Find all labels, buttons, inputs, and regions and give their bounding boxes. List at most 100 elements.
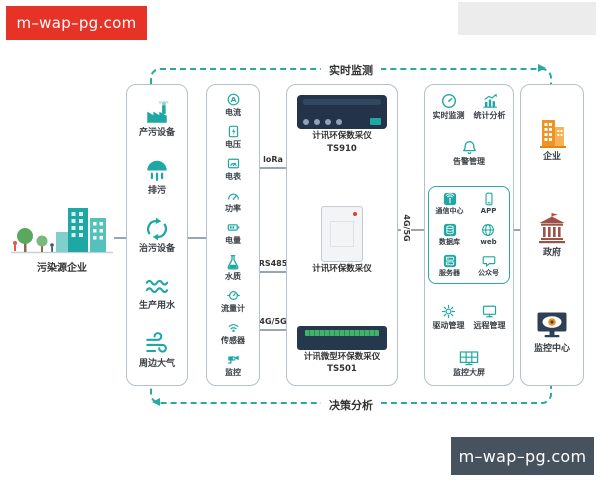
device-name: 计讯环保数采仪 bbox=[312, 263, 372, 274]
platform-feature-big-screen: 监控大屏 bbox=[453, 350, 485, 377]
flow-bottom-label: 决策分析 bbox=[321, 397, 381, 413]
connector-source-to-equipment bbox=[114, 237, 126, 239]
platform-core-label: 公众号 bbox=[478, 268, 499, 277]
comm-icon bbox=[443, 193, 456, 206]
phone-icon bbox=[484, 193, 493, 206]
platform-feature-label: 监控大屏 bbox=[453, 367, 485, 377]
device-ports bbox=[303, 118, 381, 125]
monitored-item-production-equipment: 产污设备 bbox=[139, 100, 175, 139]
flask-icon bbox=[227, 254, 239, 269]
ammeter-icon: A bbox=[227, 93, 239, 106]
link-lora-label: loRa bbox=[257, 155, 289, 165]
platform-core-label: 数据库 bbox=[439, 238, 460, 247]
battery-icon bbox=[227, 224, 239, 232]
device-name: 计讯环保数采仪 bbox=[312, 131, 372, 141]
platform-top-row: 实时监测 统计分析 bbox=[428, 93, 510, 120]
sensor-item-sensor: 传感器 bbox=[221, 321, 245, 345]
monitored-equipment-panel: 产污设备 排污 治污设备 生产用水 bbox=[126, 84, 188, 386]
sensor-item-electric-meter: 电表 bbox=[225, 157, 241, 181]
server-icon bbox=[443, 254, 456, 267]
platform-core-official-account: 公众号 bbox=[478, 254, 499, 278]
flow-top-arrow-icon bbox=[538, 64, 546, 72]
platform-core-web: web bbox=[480, 223, 497, 247]
platform-feature-remote-management: 远程管理 bbox=[474, 304, 506, 330]
device-name: 计讯微型环保数采仪 bbox=[303, 351, 381, 362]
sensor-icon bbox=[228, 323, 238, 332]
sensor-item-energy: 电量 bbox=[225, 221, 241, 245]
user-label: 政府 bbox=[542, 247, 561, 258]
sensor-item-voltage: 电压 bbox=[225, 125, 241, 149]
platform-feature-realtime: 实时监测 bbox=[433, 93, 465, 120]
watermark-bottom: m–wap–pg.com bbox=[451, 437, 594, 475]
sensor-item-water-quality: 水质 bbox=[225, 254, 241, 281]
sensor-item-flowmeter: 流量计 bbox=[221, 289, 245, 313]
recycle-icon bbox=[147, 217, 167, 240]
datalogger-panel: 计讯环保数采仪 TS910 计讯环保数采仪 计讯微型环保数采仪 TS501 bbox=[286, 84, 398, 386]
monitored-item-label: 排污 bbox=[147, 185, 166, 196]
government-building-icon bbox=[539, 212, 565, 243]
connector-platform-to-users bbox=[514, 229, 520, 231]
user-government: 政府 bbox=[535, 212, 569, 259]
monitored-item-discharge: 排污 bbox=[144, 158, 170, 197]
air-icon bbox=[146, 331, 167, 353]
power-gauge-icon bbox=[227, 193, 239, 201]
link-cellular-right-label: 4G/5G bbox=[401, 205, 411, 251]
device-cabinet: 计讯环保数采仪 bbox=[312, 205, 372, 275]
svg-text:A: A bbox=[230, 95, 236, 104]
device-model: TS501 bbox=[327, 364, 357, 375]
database-icon bbox=[443, 224, 456, 237]
platform-feature-label: 告警管理 bbox=[453, 157, 485, 167]
monitored-item-label: 治污设备 bbox=[138, 243, 175, 254]
monitor-center-icon bbox=[537, 312, 567, 337]
chat-icon bbox=[482, 256, 495, 267]
platform-core-label: web bbox=[480, 238, 497, 247]
platform-feature-label: 驱动管理 bbox=[432, 320, 465, 330]
flowmeter-icon bbox=[226, 290, 240, 300]
device-ts501: 计讯微型环保数采仪 TS501 bbox=[297, 325, 387, 375]
water-icon bbox=[145, 280, 169, 294]
device-ts910: 计讯环保数采仪 TS910 bbox=[297, 95, 387, 154]
sensor-label: 传感器 bbox=[221, 335, 245, 345]
sensor-panel: A 电流 电压 电表 功率 bbox=[206, 84, 260, 386]
monitored-item-ambient-air: 周边大气 bbox=[139, 331, 175, 370]
sensor-label: 功率 bbox=[225, 204, 241, 214]
platform-core-server: 服务器 bbox=[439, 254, 460, 278]
bell-icon bbox=[462, 141, 476, 155]
sensor-label: 电表 bbox=[225, 172, 241, 182]
user-monitoring-center: 监控中心 bbox=[534, 308, 570, 355]
monitored-item-label: 周边大气 bbox=[138, 358, 175, 369]
monitored-item-label: 产污设备 bbox=[138, 128, 175, 139]
factory-icon bbox=[147, 101, 169, 124]
link-rs485-label: RS485 bbox=[255, 259, 291, 269]
connector-equipment-to-sensors bbox=[188, 237, 206, 239]
platform-core-database: 数据库 bbox=[439, 223, 460, 247]
link-cellular-left-label: 4G/5G bbox=[255, 317, 291, 327]
pollution-source-label: 污染源企业 bbox=[37, 263, 87, 274]
flow-top-label: 实时监测 bbox=[321, 62, 381, 78]
top-right-smudge bbox=[458, 2, 596, 35]
gear-icon bbox=[441, 304, 456, 318]
monitored-item-production-water: 生产用水 bbox=[139, 273, 175, 312]
platform-feature-alarm: 告警管理 bbox=[453, 140, 485, 166]
platform-feature-label: 远程管理 bbox=[473, 320, 506, 330]
device-ts501-image bbox=[297, 325, 387, 350]
globe-icon bbox=[482, 224, 495, 237]
platform-bottom-row: 驱动管理 远程管理 bbox=[428, 304, 510, 330]
terminal-strip bbox=[305, 329, 379, 336]
monitored-item-treatment-equipment: 治污设备 bbox=[139, 216, 175, 255]
user-label: 监控中心 bbox=[533, 343, 570, 354]
sensor-label: 电量 bbox=[225, 236, 241, 246]
platform-core-box: 通信中心 APP 数据库 bbox=[428, 186, 510, 284]
grid-screen-icon bbox=[459, 351, 479, 366]
platform-core-label: APP bbox=[480, 207, 497, 216]
enterprise-building-icon bbox=[540, 119, 566, 148]
sensor-label: 水质 bbox=[225, 271, 241, 281]
camera-icon bbox=[227, 355, 239, 364]
sensor-label: 流量计 bbox=[221, 303, 245, 313]
connector-cellular-right bbox=[398, 229, 424, 231]
user-enterprise: 企业 bbox=[535, 116, 569, 163]
sensor-label: 电压 bbox=[225, 140, 241, 150]
sensor-label: 监控 bbox=[225, 367, 241, 377]
chart-icon bbox=[482, 94, 497, 108]
